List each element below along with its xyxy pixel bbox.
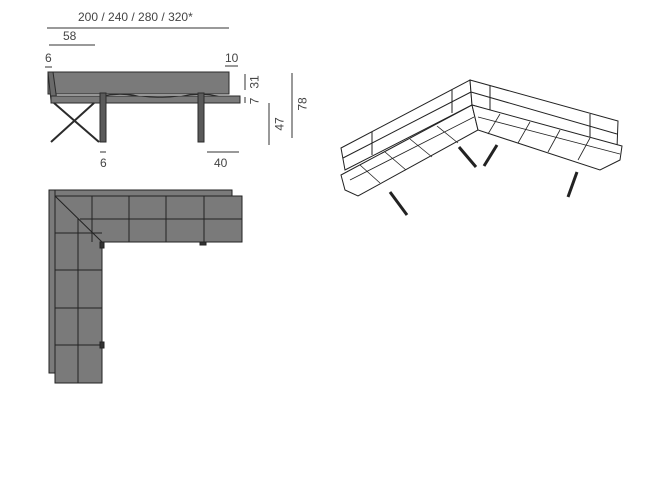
leg-width-label: 6 [100, 156, 107, 170]
back-thickness-label: 6 [45, 51, 52, 65]
seat-thickness-label: 7 [247, 97, 262, 105]
isometric-view [340, 79, 623, 216]
side-elevation [47, 71, 241, 143]
total-height-label: 78 [295, 97, 310, 111]
leg-offset-label: 40 [214, 156, 228, 170]
back-height-label: 31 [247, 75, 262, 89]
seat-depth-label: 58 [63, 29, 77, 43]
right-offset-label: 10 [225, 51, 239, 65]
seat-height-label: 47 [272, 117, 287, 131]
dimension-lines [45, 27, 293, 153]
overall-width-label: 200 / 240 / 280 / 320* [78, 10, 193, 24]
plan-view [48, 189, 243, 384]
